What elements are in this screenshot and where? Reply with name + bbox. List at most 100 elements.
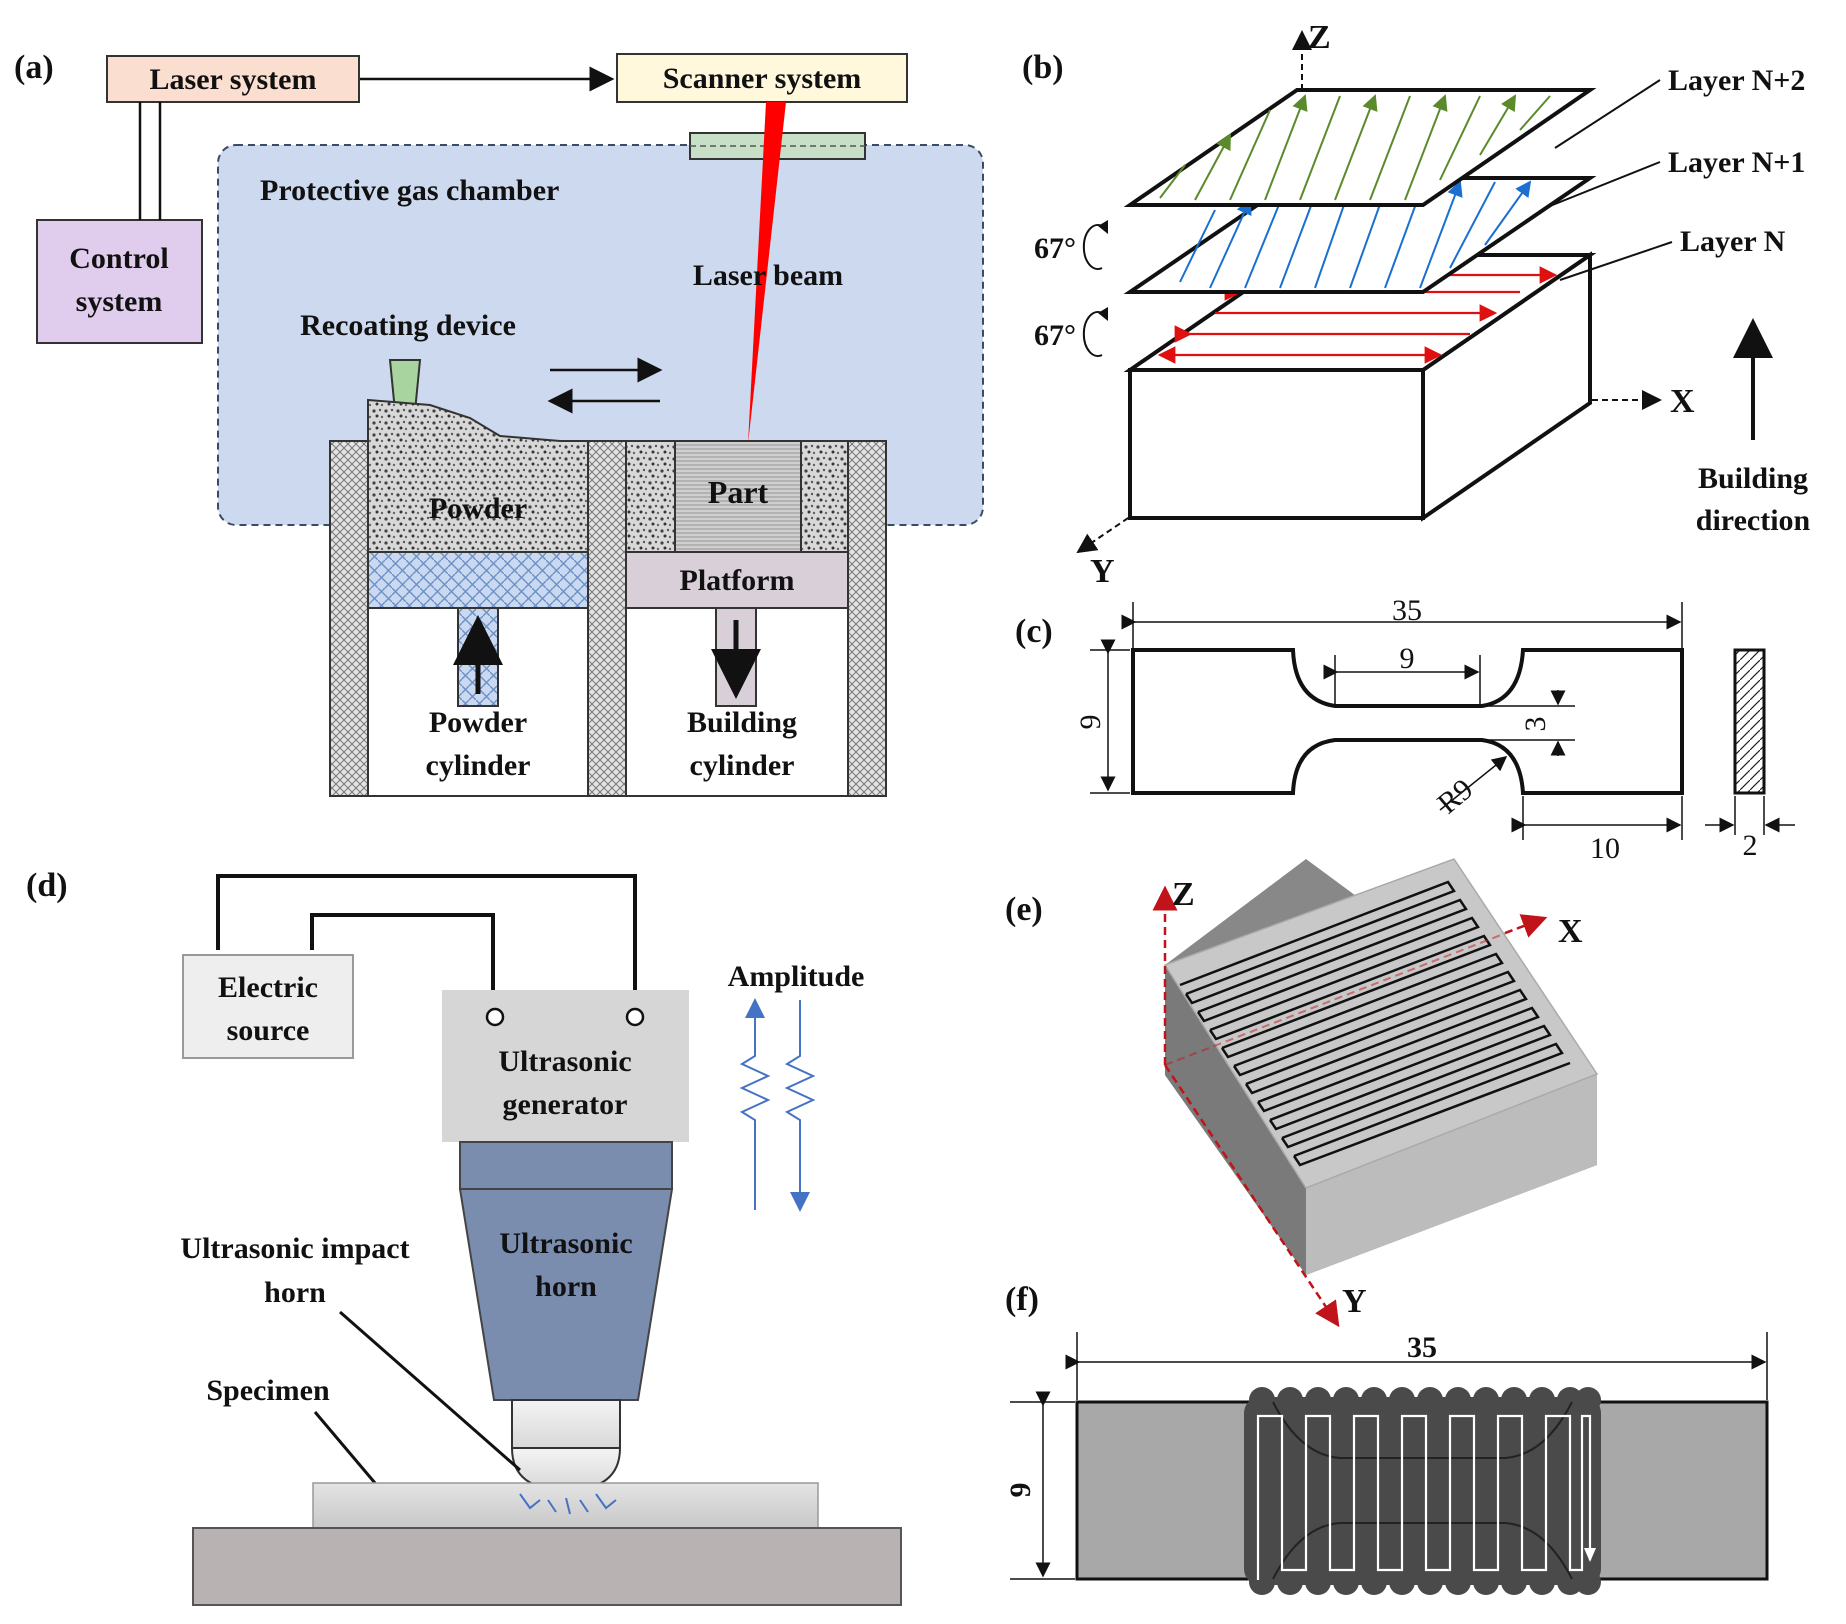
electric-source-box bbox=[182, 954, 354, 1059]
ultrasonic-generator bbox=[442, 990, 689, 1142]
recoating-device-label: Recoating device bbox=[300, 309, 516, 342]
e-x-axis bbox=[1504, 914, 1548, 938]
layer-n-leader bbox=[1559, 241, 1673, 281]
c-width-value: 9 bbox=[1074, 715, 1107, 730]
f-scan-arrowhead bbox=[1584, 1548, 1596, 1562]
part-label: Part bbox=[708, 474, 769, 510]
scanner-system-box bbox=[616, 53, 908, 103]
building-direction-label-2: direction bbox=[1696, 504, 1811, 537]
building-cylinder-label-1: Building bbox=[687, 706, 797, 739]
powder-label: Powder bbox=[429, 492, 527, 525]
f-scan-path bbox=[1256, 1414, 1592, 1580]
scanner-system-label: Scanner system bbox=[663, 62, 862, 95]
laser-beam-label: Laser beam bbox=[693, 259, 843, 292]
e-z-label: Z bbox=[1172, 876, 1195, 913]
rotation-arrowhead-1 bbox=[1098, 220, 1108, 234]
amplitude-wave-up bbox=[739, 998, 771, 1210]
impact-horn-leader bbox=[339, 1310, 521, 1472]
electric-source-label-1: Electric bbox=[218, 971, 318, 1004]
b-z-label: Z bbox=[1308, 19, 1331, 56]
panel-b-label: (b) bbox=[1022, 49, 1064, 86]
powder-piston bbox=[367, 551, 589, 609]
control-system-label-2: system bbox=[76, 285, 163, 318]
panel-a: (a) Protective gas chamber Laser system … bbox=[14, 49, 984, 797]
block-front bbox=[1128, 368, 1425, 520]
wire-outer bbox=[216, 874, 637, 1010]
panel-c-label: (c) bbox=[1015, 613, 1053, 650]
ultrasonic-horn bbox=[458, 1188, 674, 1401]
f-width-value: 9 bbox=[1004, 1483, 1037, 1498]
c-3-value: 3 bbox=[1519, 717, 1552, 732]
platform-label: Platform bbox=[680, 564, 795, 597]
f-dogbone-outline bbox=[1272, 1401, 1573, 1580]
panel-a-label: (a) bbox=[14, 49, 54, 86]
panel-f: (f) 35 9 bbox=[1004, 1281, 1769, 1595]
scan-tracks bbox=[1179, 880, 1571, 1167]
impact-horn-label-1: Ultrasonic impact bbox=[180, 1232, 409, 1265]
rotation-arrow-2 bbox=[1082, 311, 1103, 357]
layer-n1-label: Layer N+1 bbox=[1668, 146, 1805, 179]
powder-cylinder-label-2: cylinder bbox=[426, 749, 531, 782]
panel-d: (d) Electric source Ultrasonic generator… bbox=[26, 867, 902, 1606]
block-right-face bbox=[1306, 1074, 1597, 1275]
impact-sparks bbox=[519, 1493, 617, 1515]
building-direction-label-1: Building bbox=[1698, 462, 1808, 495]
panel-b: (b) Z X Y bbox=[1022, 19, 1811, 590]
panel-c: (c) 35 9 9 3 R9 10 bbox=[1015, 594, 1795, 865]
c-radius-leader bbox=[1439, 756, 1508, 811]
panel-e: (e) Z X Y bbox=[1005, 858, 1599, 1328]
layer-n1-scan-vectors bbox=[1179, 180, 1532, 289]
e-x-label: X bbox=[1558, 913, 1583, 950]
layer-n2-label: Layer N+2 bbox=[1668, 64, 1805, 97]
horn-label-1: Ultrasonic bbox=[499, 1227, 632, 1260]
layer-n2-scan-vectors bbox=[1159, 94, 1551, 201]
rotation-label-2: 67° bbox=[1034, 319, 1076, 352]
layer-n2-plate bbox=[1123, 88, 1597, 207]
laser-system-box bbox=[106, 55, 360, 103]
horn-top-block bbox=[459, 1141, 673, 1190]
rotation-arrow-1 bbox=[1082, 224, 1103, 270]
layer-n2-leader bbox=[1554, 79, 1661, 149]
horn-label-2: horn bbox=[535, 1270, 597, 1303]
f-length-value: 35 bbox=[1407, 1331, 1437, 1364]
b-y-label: Y bbox=[1090, 553, 1115, 590]
b-x-label: X bbox=[1670, 383, 1695, 420]
powder-cylinder-label-1: Powder bbox=[429, 706, 527, 739]
f-scalloped-edge bbox=[1249, 1387, 1601, 1595]
layer-n-label: Layer N bbox=[1680, 225, 1786, 258]
specimen-leader bbox=[313, 1411, 377, 1484]
base-plate bbox=[192, 1527, 902, 1606]
terminal-2 bbox=[625, 1007, 645, 1027]
generator-label-1: Ultrasonic bbox=[498, 1045, 631, 1078]
middle-wall bbox=[587, 440, 627, 797]
c-length-value: 35 bbox=[1392, 594, 1422, 627]
block-left-face bbox=[1165, 965, 1306, 1275]
panel-d-label: (d) bbox=[26, 867, 68, 904]
rotation-arrowhead-2 bbox=[1098, 307, 1108, 321]
electric-source-label-2: source bbox=[227, 1014, 310, 1047]
chamber-label: Protective gas chamber bbox=[260, 174, 559, 207]
building-cylinder-label-2: cylinder bbox=[690, 749, 795, 782]
control-system-box bbox=[36, 219, 203, 344]
impact-horn-label-2: horn bbox=[264, 1276, 326, 1309]
left-wall bbox=[329, 440, 369, 797]
c-gauge-value: 9 bbox=[1400, 642, 1415, 675]
right-wall bbox=[847, 440, 887, 797]
control-system-label-1: Control bbox=[69, 242, 168, 275]
e-x-axis-hidden bbox=[1164, 917, 1546, 1066]
platform bbox=[625, 551, 849, 609]
impact-horn-body bbox=[511, 1399, 621, 1449]
c-radius-value: R9 bbox=[1431, 773, 1479, 821]
specimen bbox=[312, 1482, 819, 1529]
amplitude-wave-down bbox=[784, 1000, 816, 1212]
panel-f-label: (f) bbox=[1005, 1281, 1039, 1318]
rotation-label-1: 67° bbox=[1034, 232, 1076, 265]
e-y-label: Y bbox=[1342, 1283, 1367, 1320]
amplitude-label: Amplitude bbox=[728, 960, 865, 993]
part bbox=[674, 440, 802, 553]
panel-e-label: (e) bbox=[1005, 891, 1043, 928]
dogbone-specimen bbox=[1131, 648, 1684, 795]
f-treated-zone bbox=[1244, 1397, 1601, 1585]
terminal-1 bbox=[485, 1007, 505, 1027]
